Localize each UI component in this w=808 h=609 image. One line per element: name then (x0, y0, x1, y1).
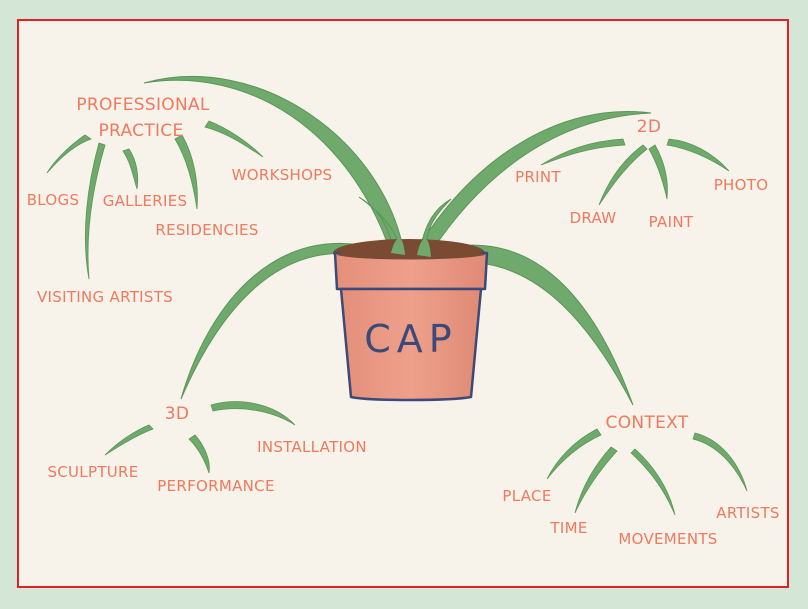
leaf-3d (180, 243, 380, 400)
label-visiting-artists: VISITING ARTISTS (36, 288, 174, 306)
leaves-context (546, 428, 748, 516)
label-blogs: BLOGS (26, 191, 80, 209)
label-draw: DRAW (569, 209, 617, 227)
label-sculpture: SCULPTURE (47, 463, 139, 481)
professional-practice-title-line1: PROFESSIONAL (76, 95, 210, 115)
label-artists: ARTISTS (716, 504, 780, 522)
context-title: CONTEXT (605, 413, 689, 433)
pot-body (339, 287, 483, 402)
pot (333, 238, 489, 402)
pot-label: CAP (364, 317, 458, 361)
label-place: PLACE (502, 487, 552, 505)
label-time: TIME (550, 519, 588, 537)
three-d-title: 3D (164, 404, 190, 424)
label-print: PRINT (515, 168, 561, 186)
label-performance: PERFORMANCE (157, 477, 275, 495)
label-movements: MOVEMENTS (618, 530, 718, 548)
label-workshops: WORKSHOPS (231, 166, 333, 184)
diagram-canvas: CAP PROFESSIONAL PRACTICE BLOGS GALLERIE… (17, 19, 789, 588)
leaves-professional-practice (46, 120, 264, 280)
leaves-2d (540, 138, 730, 206)
leaf-professional-practice (143, 75, 405, 254)
label-paint: PAINT (648, 213, 694, 231)
plant-drawing (46, 75, 748, 516)
leaves-3d (104, 401, 296, 474)
label-galleries: GALLERIES (102, 192, 188, 210)
two-d-title: 2D (636, 117, 662, 137)
professional-practice-title-line2: PRACTICE (98, 121, 184, 141)
label-photo: PHOTO (713, 176, 769, 194)
label-installation: INSTALLATION (257, 438, 367, 456)
label-residencies: RESIDENCIES (155, 221, 259, 239)
